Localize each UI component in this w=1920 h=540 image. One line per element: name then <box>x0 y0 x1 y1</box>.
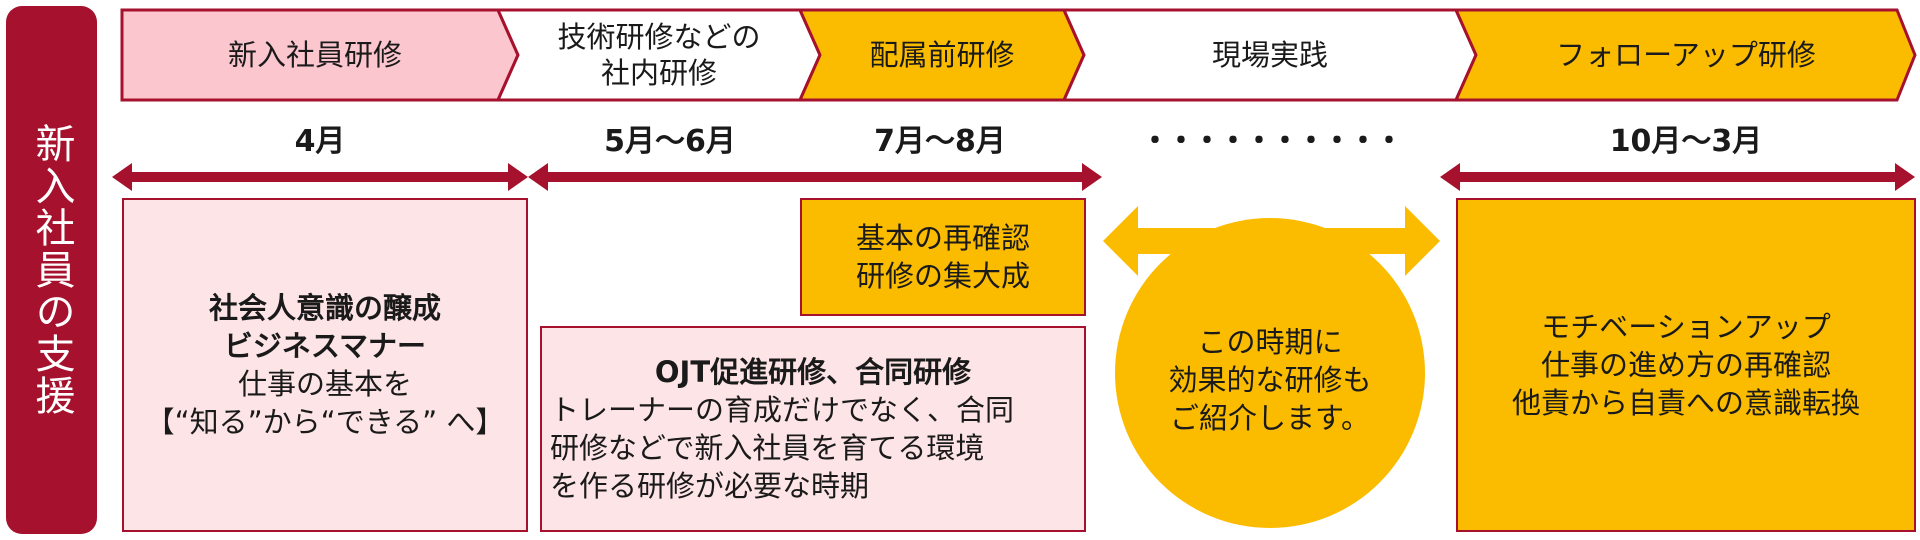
april-bold-1: 社会人意識の醸成 <box>208 291 441 325</box>
circle-line-1: この時期に <box>1197 325 1343 359</box>
timeline-arrow-oct-mar <box>1440 163 1915 191</box>
stage-label-4: 現場実践 <box>1211 38 1328 72</box>
field-practice-circle <box>1115 218 1425 528</box>
circle-line-2: 効果的な研修も <box>1168 363 1372 397</box>
stage-label-2: 技術研修などの社内研修 <box>557 20 761 90</box>
stage-label-5: フォローアップ研修 <box>1556 38 1816 72</box>
april-bold-2: ビジネスマナー <box>223 329 427 363</box>
april-box: 社会人意識の醸成 ビジネスマナー 仕事の基本を 【“知る”から“できる” へ】 <box>122 198 528 532</box>
circle-text: この時期に 効果的な研修も ご紹介します。 <box>1120 300 1420 460</box>
followup-box: モチベーションアップ 仕事の進め方の再確認 他責から自責への意識転換 <box>1456 198 1916 532</box>
stage-chevron-5 <box>1453 8 1917 102</box>
ojt-title: OJT促進研修、合同研修 <box>654 355 972 389</box>
ojt-line-3: を作る研修が必要な時期 <box>550 469 870 503</box>
followup-line-2: 仕事の進め方の再確認 <box>1540 348 1831 382</box>
ojt-box: OJT促進研修、合同研修 トレーナーの育成だけでなく、合同 研修などで新入社員を… <box>540 326 1086 532</box>
period-oct-mar: 10月～3月 <box>1609 124 1763 159</box>
side-label-text: 新入社員の支援 <box>28 123 75 417</box>
period-april: 4月 <box>294 124 346 159</box>
stage-label-1: 新入社員研修 <box>227 38 402 72</box>
prep-line-1: 基本の再確認 <box>855 221 1030 255</box>
followup-line-3: 他責から自責への意識転換 <box>1511 386 1860 420</box>
circle-line-3: ご紹介します。 <box>1169 401 1371 435</box>
prep-line-2: 研修の集大成 <box>855 259 1030 293</box>
april-line-1: 仕事の基本を <box>237 367 412 401</box>
period-ellipsis: ・・・・・・・・・・ <box>1140 124 1404 159</box>
stage-label-3: 配属前研修 <box>869 38 1015 72</box>
period-july-aug: 7月～8月 <box>874 124 1006 159</box>
prep-box: 基本の再確認 研修の集大成 <box>800 198 1086 316</box>
side-label: 新入社員の支援 <box>6 6 97 534</box>
timeline-arrow-april <box>112 163 528 191</box>
april-line-2: 【“知る”から“できる” へ】 <box>145 405 505 439</box>
ojt-line-2: 研修などで新入社員を育てる環境 <box>550 431 985 465</box>
timeline-arrow-may-aug <box>528 163 1102 191</box>
followup-line-1: モチベーションアップ <box>1541 310 1831 344</box>
ojt-line-1: トレーナーの育成だけでなく、合同 <box>550 393 1015 427</box>
period-may-june: 5月～6月 <box>604 124 736 159</box>
